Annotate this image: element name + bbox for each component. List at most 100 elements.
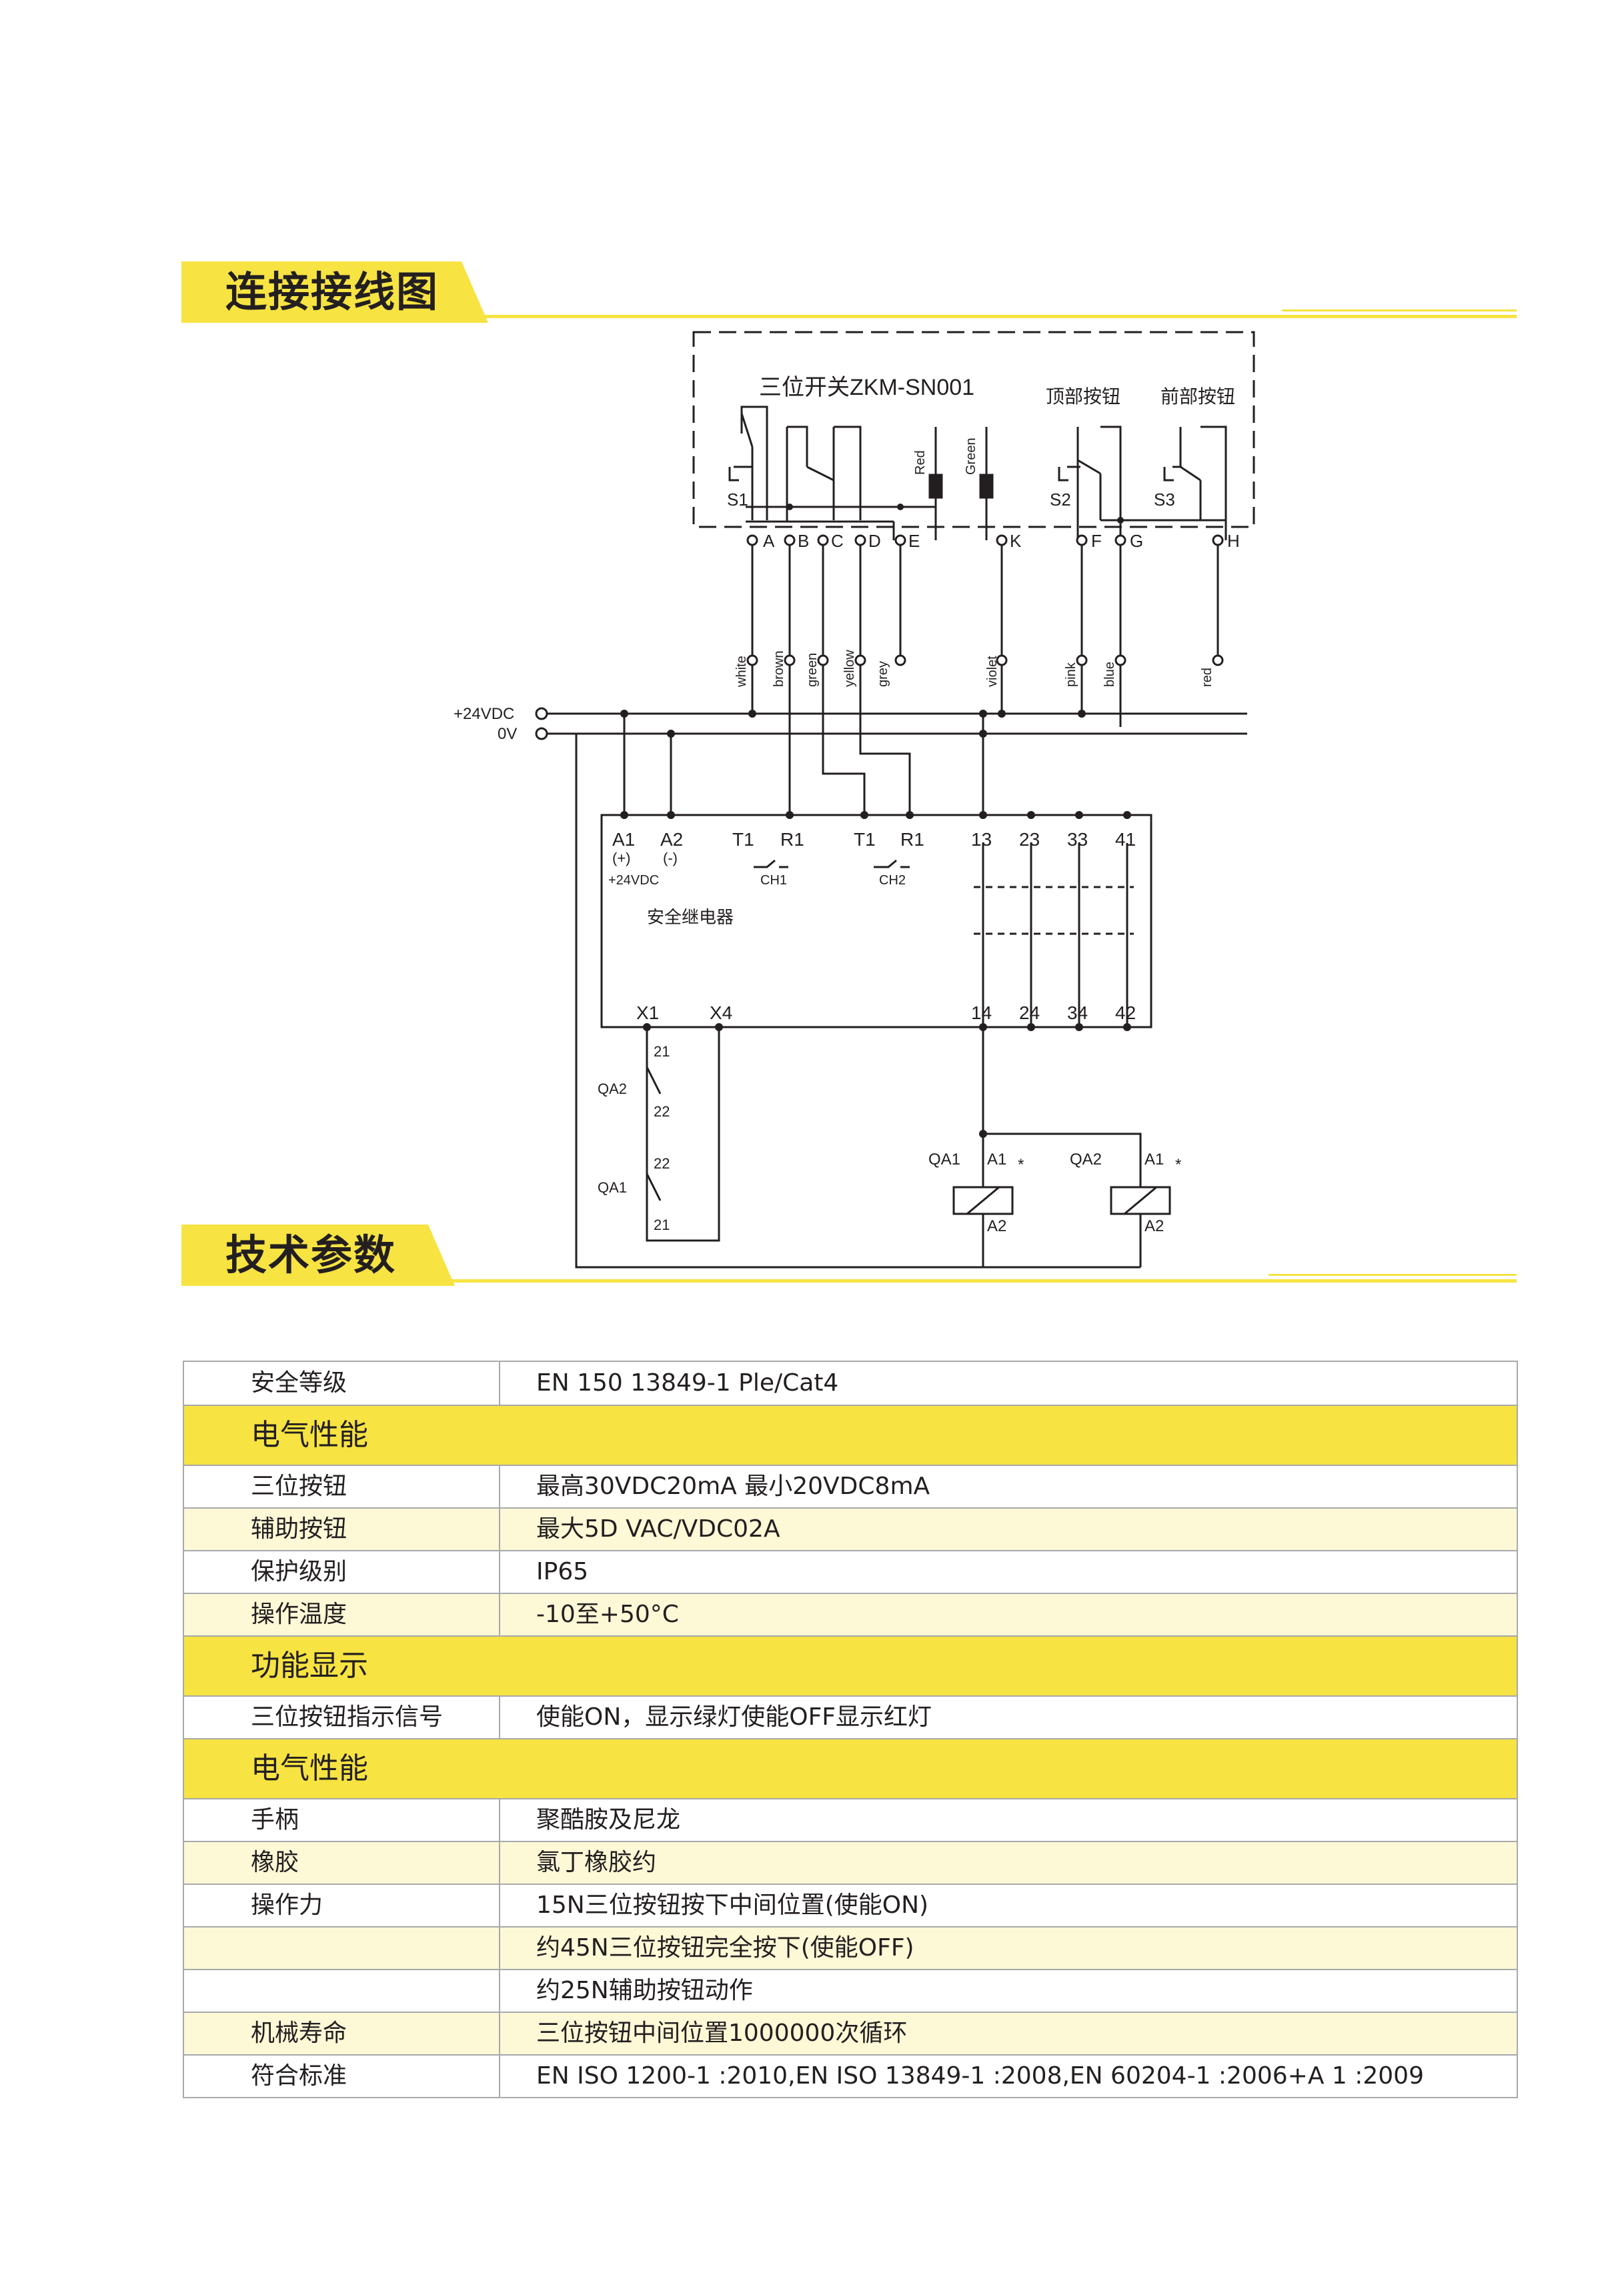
spec-row: 操作温度-10至+50°C: [183, 1593, 1518, 1637]
spec-group-label: 电气性能: [183, 1738, 1518, 1799]
green-led-label: Green: [964, 438, 978, 475]
relay-23: 23: [1019, 829, 1040, 850]
relay-a1-sign: (+): [612, 850, 631, 866]
qa1-21: 21: [654, 1217, 670, 1233]
relay-a1: A1: [612, 829, 635, 850]
spec-value: EN 150 13849-1 Ple/Cat4: [499, 1361, 1518, 1406]
spec-group-header: 功能显示: [183, 1635, 1518, 1697]
terminal-h: H: [1227, 531, 1240, 551]
coil-qa2-a2: A2: [1144, 1217, 1164, 1235]
spec-group-label: 电气性能: [183, 1405, 1518, 1466]
section-rule: [415, 315, 1517, 318]
relay-a2: A2: [660, 829, 683, 850]
qa1-coil: [952, 1186, 1014, 1215]
spec-key: 操作温度: [183, 1593, 500, 1637]
spec-key: 手柄: [183, 1798, 500, 1842]
coil-labels: QA1 A1 * A2 QA2 A1 * A2: [928, 1151, 1181, 1235]
spec-row: 三位按钮指示信号使能ON，显示绿灯使能OFF显示红灯: [183, 1695, 1518, 1739]
terminal-e: E: [908, 531, 920, 551]
spec-value: 约45N三位按钮完全按下(使能OFF): [499, 1926, 1518, 1970]
front-button-label: 前部按钮: [1160, 386, 1235, 407]
spec-key: [183, 1926, 500, 1970]
wiring-diagram: 三位开关ZKM-SN001 顶部按钮 前部按钮 S1 S2 S3 Red Gre…: [454, 331, 1255, 1269]
spec-key: 机械寿命: [183, 2012, 500, 2056]
spec-key: [183, 1969, 500, 2013]
spec-key: 三位按钮指示信号: [183, 1695, 500, 1739]
spec-value: 使能ON，显示绿灯使能OFF显示红灯: [499, 1695, 1518, 1739]
spec-value: 聚酷胺及尼龙: [499, 1798, 1518, 1842]
spec-key: 辅助按钮: [183, 1507, 500, 1551]
terminal-a: A: [763, 531, 775, 551]
spec-row: 橡胶氯丁橡胶约: [183, 1841, 1518, 1885]
relay-34: 34: [1067, 1002, 1088, 1023]
spec-key: 保护级别: [183, 1550, 500, 1594]
spec-row: 约25N辅助按钮动作: [183, 1969, 1518, 2013]
spec-key: 橡胶: [183, 1841, 500, 1885]
spec-key: 符合标准: [183, 2054, 500, 2098]
wire-blue: blue: [1102, 662, 1117, 687]
section-rule: [422, 1279, 1517, 1283]
relay-r1-ch2: R1: [900, 829, 924, 850]
wire-violet: violet: [985, 656, 1000, 687]
red-led-label: Red: [913, 450, 928, 475]
spec-group-header: 电气性能: [183, 1738, 1518, 1799]
relay-x1: X1: [636, 1002, 659, 1023]
relay-r1-ch1: R1: [780, 829, 804, 850]
qa2-feedback-label: QA2: [598, 1080, 627, 1097]
coil-qa1-label: QA1: [928, 1151, 960, 1169]
coil-qa1-star: *: [1018, 1156, 1024, 1174]
wire-white: white: [734, 656, 749, 688]
wire-brown: brown: [772, 651, 786, 687]
spec-group-header: 电气性能: [183, 1405, 1518, 1466]
supply-24v-label: +24VDC: [454, 705, 514, 723]
wiring-section-title: 连接接线图: [225, 267, 440, 316]
relay-a2-sign: (-): [663, 850, 678, 866]
relay-a-note: +24VDC: [608, 873, 659, 888]
coil-qa1-a2: A2: [987, 1217, 1006, 1235]
section-tab: [181, 1225, 455, 1286]
spec-key: 三位按钮: [183, 1465, 500, 1509]
section-rule: [1282, 309, 1517, 311]
spec-key: 操作力: [183, 1883, 500, 1928]
section-tab: [181, 261, 488, 323]
switch-enclosure: [692, 331, 1255, 528]
relay-33: 33: [1067, 829, 1088, 850]
coil-qa2-label: QA2: [1070, 1151, 1102, 1169]
s2-label: S2: [1050, 490, 1071, 510]
spec-row: 机械寿命三位按钮中间位置1000000次循环: [183, 2012, 1518, 2056]
terminal-d: D: [868, 531, 881, 551]
coil-qa2-a1: A1: [1144, 1151, 1164, 1169]
specs-section-title: 技术参数: [225, 1231, 397, 1279]
spec-row: 约45N三位按钮完全按下(使能OFF): [183, 1926, 1518, 1970]
wire-red: red: [1200, 668, 1214, 687]
spec-row: 手柄聚酷胺及尼龙: [183, 1798, 1518, 1842]
relay-13: 13: [971, 829, 992, 850]
safety-relay-box: [600, 814, 1152, 1028]
qa1-feedback-label: QA1: [598, 1179, 627, 1196]
coil-qa2-star: *: [1175, 1156, 1181, 1174]
terminal-f: F: [1091, 531, 1102, 551]
coil-qa1-a1: A1: [987, 1151, 1006, 1169]
terminal-labels: A B C D E K F G H: [763, 531, 1240, 551]
qa2-21: 21: [654, 1043, 670, 1060]
section-rule: [1269, 1274, 1517, 1276]
qa2-coil: [1110, 1186, 1171, 1215]
qa1-22: 22: [654, 1155, 670, 1172]
s1-label: S1: [727, 490, 748, 510]
feedback-labels: QA2 21 22 22 QA1 21: [598, 1043, 670, 1233]
qa2-22: 22: [654, 1103, 670, 1120]
spec-value: IP65: [499, 1550, 1518, 1594]
green-led: [979, 474, 994, 499]
top-button-label: 顶部按钮: [1046, 386, 1120, 407]
relay-24: 24: [1019, 1002, 1040, 1023]
spec-value: 约25N辅助按钮动作: [499, 1969, 1518, 2013]
wire-pink: pink: [1064, 662, 1078, 687]
terminal-b: B: [798, 531, 809, 551]
relay-x4: X4: [710, 1002, 732, 1023]
relay-title: 安全继电器: [647, 907, 734, 927]
wire-green: green: [805, 653, 820, 687]
spec-value: -10至+50°C: [499, 1593, 1518, 1637]
terminal-c: C: [831, 531, 844, 551]
